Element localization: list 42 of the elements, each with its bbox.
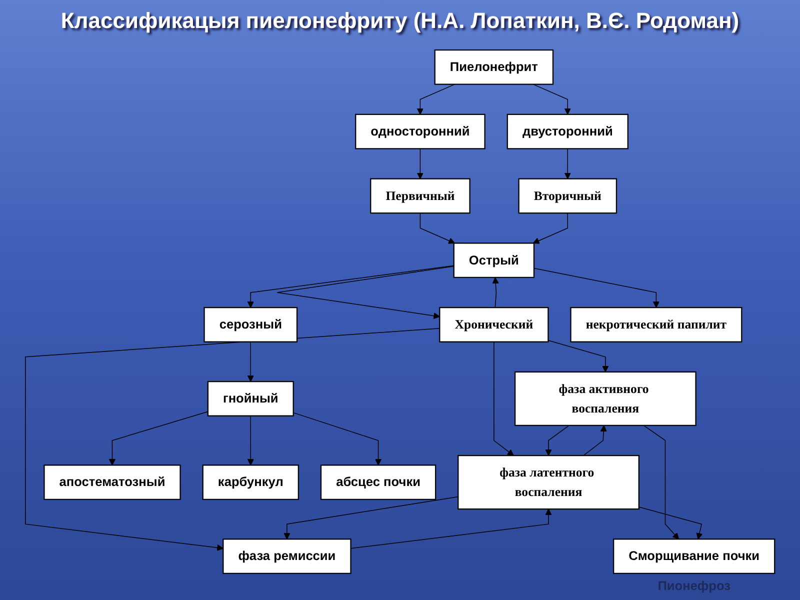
process-box: гнойный <box>207 381 294 416</box>
process-box: Сморщивание почки <box>613 538 776 574</box>
arrow <box>545 425 570 456</box>
process-box: фаза латентного воспаления <box>458 455 640 510</box>
arrow <box>420 212 455 244</box>
arrow <box>247 341 254 382</box>
process-box: фаза ремиссии <box>222 538 352 574</box>
arrow <box>416 84 456 115</box>
process-box: карбункул <box>202 464 299 500</box>
arrow <box>247 415 254 466</box>
arrow <box>494 341 514 456</box>
title: Классификацыя пиелонефриту (Н.А. Лопаткин, В.Є. Родоман) <box>60 7 740 34</box>
arrow <box>534 268 660 308</box>
arrow <box>492 277 499 308</box>
arrow <box>292 412 382 466</box>
arrow <box>108 411 208 466</box>
arrow <box>284 496 459 540</box>
process-box: Хронический <box>439 307 549 342</box>
process-box: апостематозный <box>44 464 181 500</box>
process-box: Пиелонефрит <box>434 49 554 85</box>
arrow <box>416 148 424 180</box>
process-box: Первичный <box>370 178 470 214</box>
arrow <box>583 425 607 456</box>
process-box: Вторичный <box>518 178 618 214</box>
process-box: фаза активного воспаления <box>514 371 696 426</box>
arrow <box>276 266 454 320</box>
arrow <box>247 265 454 308</box>
process-box: серозный <box>204 307 298 342</box>
process-box: односторонний <box>355 114 486 150</box>
node-caption: Пионефроз <box>658 578 730 593</box>
arrow <box>350 508 552 549</box>
arrow <box>25 328 440 551</box>
arrow <box>643 425 680 540</box>
arrow <box>532 84 571 115</box>
arrow <box>548 340 609 372</box>
arrow <box>564 148 571 180</box>
process-box: некротический папилит <box>570 307 742 342</box>
arrow <box>638 506 703 540</box>
arrow <box>532 212 568 244</box>
process-box: двусторонний <box>506 114 628 150</box>
process-box: абсцес почки <box>320 464 436 500</box>
process-box: Острый <box>453 242 535 278</box>
